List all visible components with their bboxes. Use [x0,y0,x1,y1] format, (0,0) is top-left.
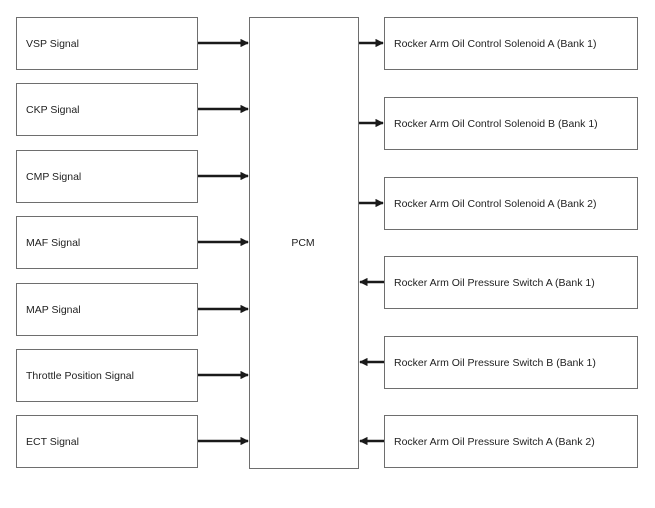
output-label: Rocker Arm Oil Pressure Switch B (Bank 1… [394,356,596,369]
input-label: VSP Signal [26,37,79,50]
input-box-map: MAP Signal [16,283,198,336]
input-label: MAP Signal [26,303,81,316]
input-label: MAF Signal [26,236,81,249]
output-box-pressure-switch-b-bank1: Rocker Arm Oil Pressure Switch B (Bank 1… [384,336,638,389]
output-box-solenoid-a-bank2: Rocker Arm Oil Control Solenoid A (Bank … [384,177,638,230]
output-label: Rocker Arm Oil Control Solenoid A (Bank … [394,197,597,210]
input-label: ECT Signal [26,435,79,448]
pcm-box: PCM [249,17,359,469]
output-box-pressure-switch-a-bank1: Rocker Arm Oil Pressure Switch A (Bank 1… [384,256,638,309]
input-box-maf: MAF Signal [16,216,198,269]
input-box-vsp: VSP Signal [16,17,198,70]
input-box-ckp: CKP Signal [16,83,198,136]
output-box-solenoid-a-bank1: Rocker Arm Oil Control Solenoid A (Bank … [384,17,638,70]
input-box-ect: ECT Signal [16,415,198,468]
output-label: Rocker Arm Oil Pressure Switch A (Bank 2… [394,435,595,448]
input-label: Throttle Position Signal [26,369,134,382]
input-box-throttle-position: Throttle Position Signal [16,349,198,402]
output-label: Rocker Arm Oil Control Solenoid A (Bank … [394,37,597,50]
input-box-cmp: CMP Signal [16,150,198,203]
output-label: Rocker Arm Oil Control Solenoid B (Bank … [394,117,598,130]
input-label: CKP Signal [26,103,80,116]
output-box-solenoid-b-bank1: Rocker Arm Oil Control Solenoid B (Bank … [384,97,638,150]
pcm-label: PCM [291,237,315,249]
output-box-pressure-switch-a-bank2: Rocker Arm Oil Pressure Switch A (Bank 2… [384,415,638,468]
input-label: CMP Signal [26,170,82,183]
output-label: Rocker Arm Oil Pressure Switch A (Bank 1… [394,276,595,289]
